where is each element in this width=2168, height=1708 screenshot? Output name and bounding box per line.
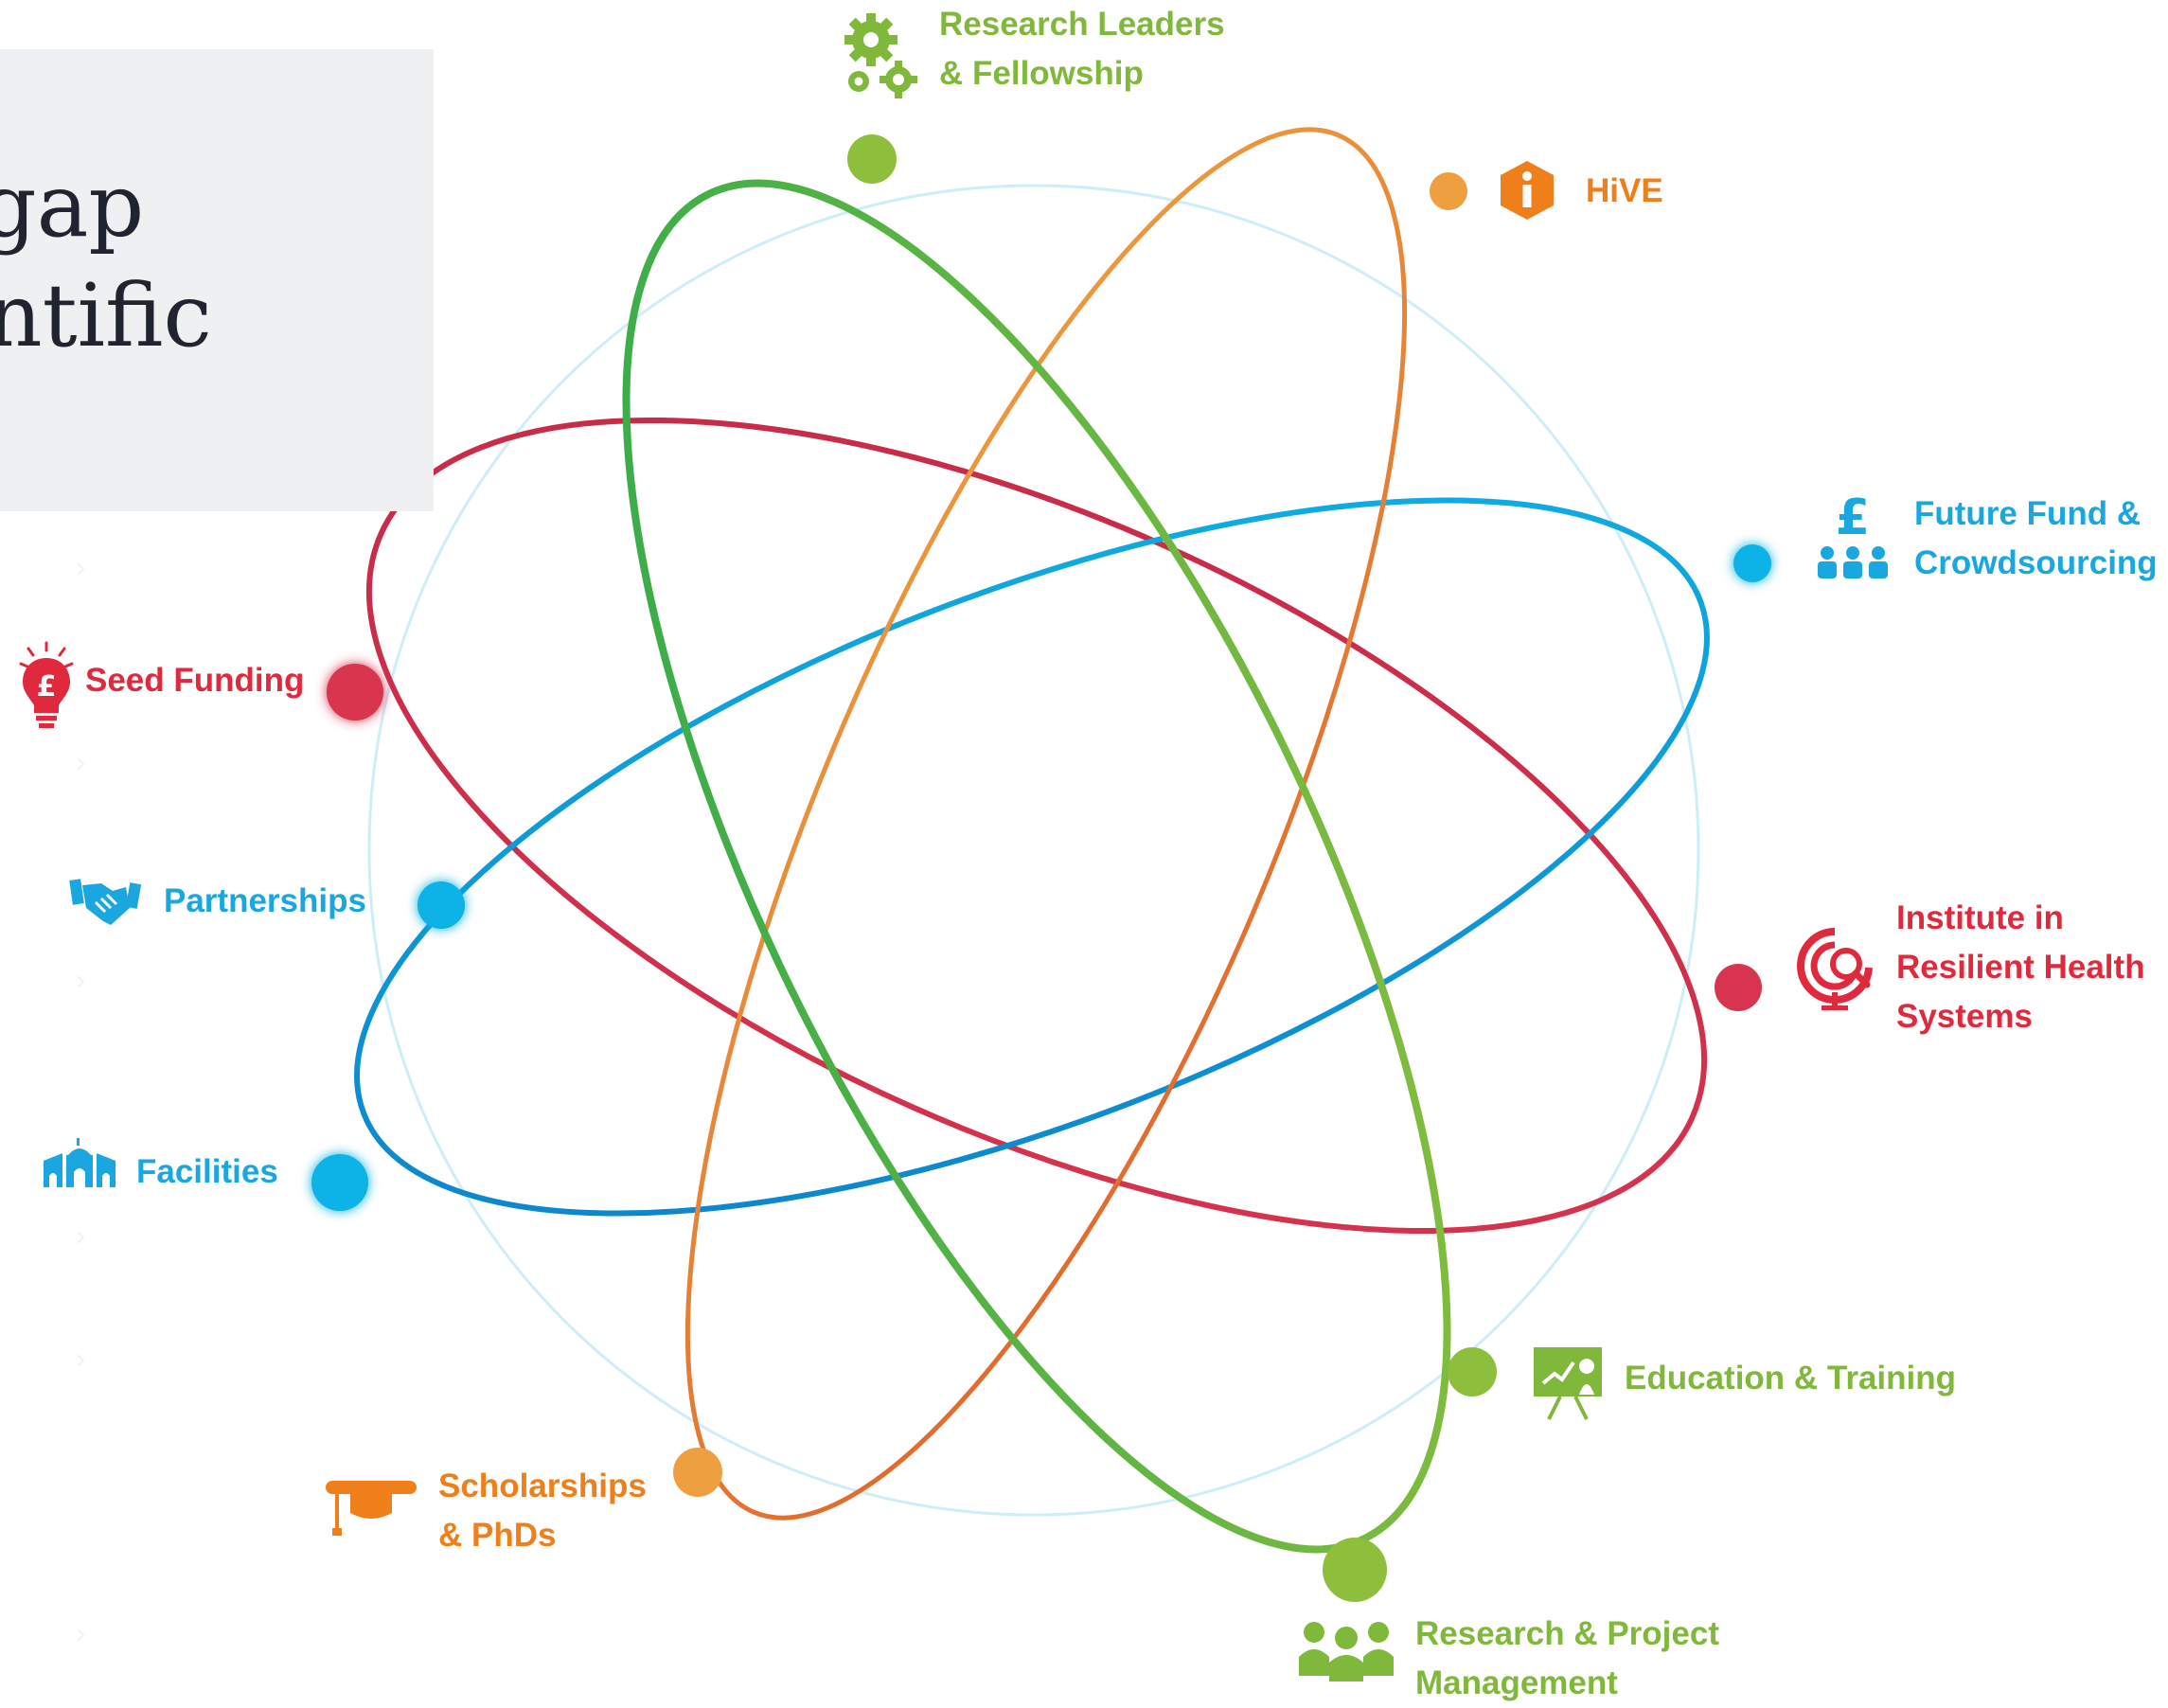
label-facilities: Facilities bbox=[136, 1148, 278, 1197]
dot-future-fund[interactable] bbox=[1733, 544, 1771, 582]
label-future-fund-line-1: Future Fund & bbox=[1914, 495, 2141, 532]
dot-facilities[interactable] bbox=[311, 1154, 368, 1211]
label-hive: HiVE bbox=[1586, 167, 1663, 216]
label-institute-line-2: Resilient Health bbox=[1896, 949, 2145, 986]
label-institute-line-1: Institute in bbox=[1896, 899, 2064, 936]
lightbulb-pound-icon: £ bbox=[19, 641, 74, 728]
dot-institute[interactable] bbox=[1715, 964, 1762, 1011]
radar-search-icon bbox=[1797, 928, 1873, 1010]
gears-icon bbox=[844, 13, 917, 98]
label-research-leaders: Research Leaders & Fellowship bbox=[939, 0, 1225, 98]
label-future-fund-line-2: Crowdsourcing bbox=[1914, 544, 2158, 581]
label-research-leaders-line-1: Research Leaders bbox=[939, 6, 1225, 43]
orbit-green bbox=[622, 179, 1451, 1554]
label-education: Education & Training bbox=[1625, 1354, 1956, 1403]
label-research-pm-line-2: Management bbox=[1415, 1664, 1618, 1701]
headline-line-1: e gap bbox=[0, 155, 145, 257]
svg-text:£: £ bbox=[37, 670, 57, 703]
label-partnerships-line-1: Partnerships bbox=[164, 882, 366, 919]
label-research-pm-line-1: Research & Project bbox=[1415, 1615, 1719, 1652]
dot-scholarships[interactable] bbox=[673, 1448, 722, 1497]
info-hexagon-icon bbox=[1501, 161, 1554, 220]
chevron-right-icon bbox=[77, 1231, 85, 1244]
dot-education[interactable] bbox=[1448, 1347, 1497, 1397]
label-facilities-line-1: Facilities bbox=[136, 1153, 278, 1190]
label-partnerships: Partnerships bbox=[164, 877, 366, 926]
label-scholarships-line-2: & PhDs bbox=[438, 1517, 557, 1554]
label-hive-line-1: HiVE bbox=[1586, 172, 1663, 209]
dot-research-pm[interactable] bbox=[1323, 1538, 1387, 1602]
label-scholarships: Scholarships & PhDs bbox=[438, 1462, 647, 1560]
label-scholarships-line-1: Scholarships bbox=[438, 1468, 647, 1504]
dot-research-leaders[interactable] bbox=[847, 134, 897, 184]
dot-seed-funding[interactable] bbox=[327, 664, 383, 721]
handshake-icon bbox=[69, 879, 141, 925]
chevron-right-icon bbox=[77, 975, 85, 988]
orbit-orange bbox=[684, 127, 1408, 1521]
headline-line-2: cientific bbox=[0, 265, 212, 366]
label-future-fund: Future Fund & Crowdsourcing bbox=[1914, 489, 2158, 588]
headline-box: e gap cientific ide bbox=[0, 49, 434, 511]
guide-circle bbox=[367, 184, 1700, 1517]
building-icon bbox=[44, 1138, 116, 1187]
dot-hive[interactable] bbox=[1430, 172, 1467, 210]
chevron-right-icon bbox=[77, 757, 85, 771]
graduation-cap-icon bbox=[326, 1481, 417, 1536]
label-seed-funding-line-1: Seed Funding bbox=[85, 662, 305, 699]
chevron-right-icon bbox=[77, 1628, 85, 1642]
orbit-blue bbox=[354, 497, 1710, 1217]
label-institute: Institute in Resilient Health Systems bbox=[1896, 894, 2145, 1041]
chevron-right-icon bbox=[77, 562, 85, 576]
team-icon bbox=[1299, 1622, 1394, 1681]
label-seed-funding: Seed Funding bbox=[85, 656, 304, 705]
label-education-line-1: Education & Training bbox=[1625, 1360, 1957, 1397]
orbit-red bbox=[366, 417, 1707, 1235]
label-research-leaders-line-2: & Fellowship bbox=[939, 55, 1144, 92]
label-institute-line-3: Systems bbox=[1896, 998, 2033, 1035]
svg-text:£: £ bbox=[1836, 492, 1870, 546]
pound-people-icon: £ bbox=[1818, 492, 1888, 578]
dot-partnerships[interactable] bbox=[418, 881, 465, 929]
chevron-right-icon bbox=[77, 1354, 85, 1367]
label-research-pm: Research & Project Management bbox=[1415, 1610, 1719, 1708]
presentation-board-icon bbox=[1534, 1347, 1602, 1420]
